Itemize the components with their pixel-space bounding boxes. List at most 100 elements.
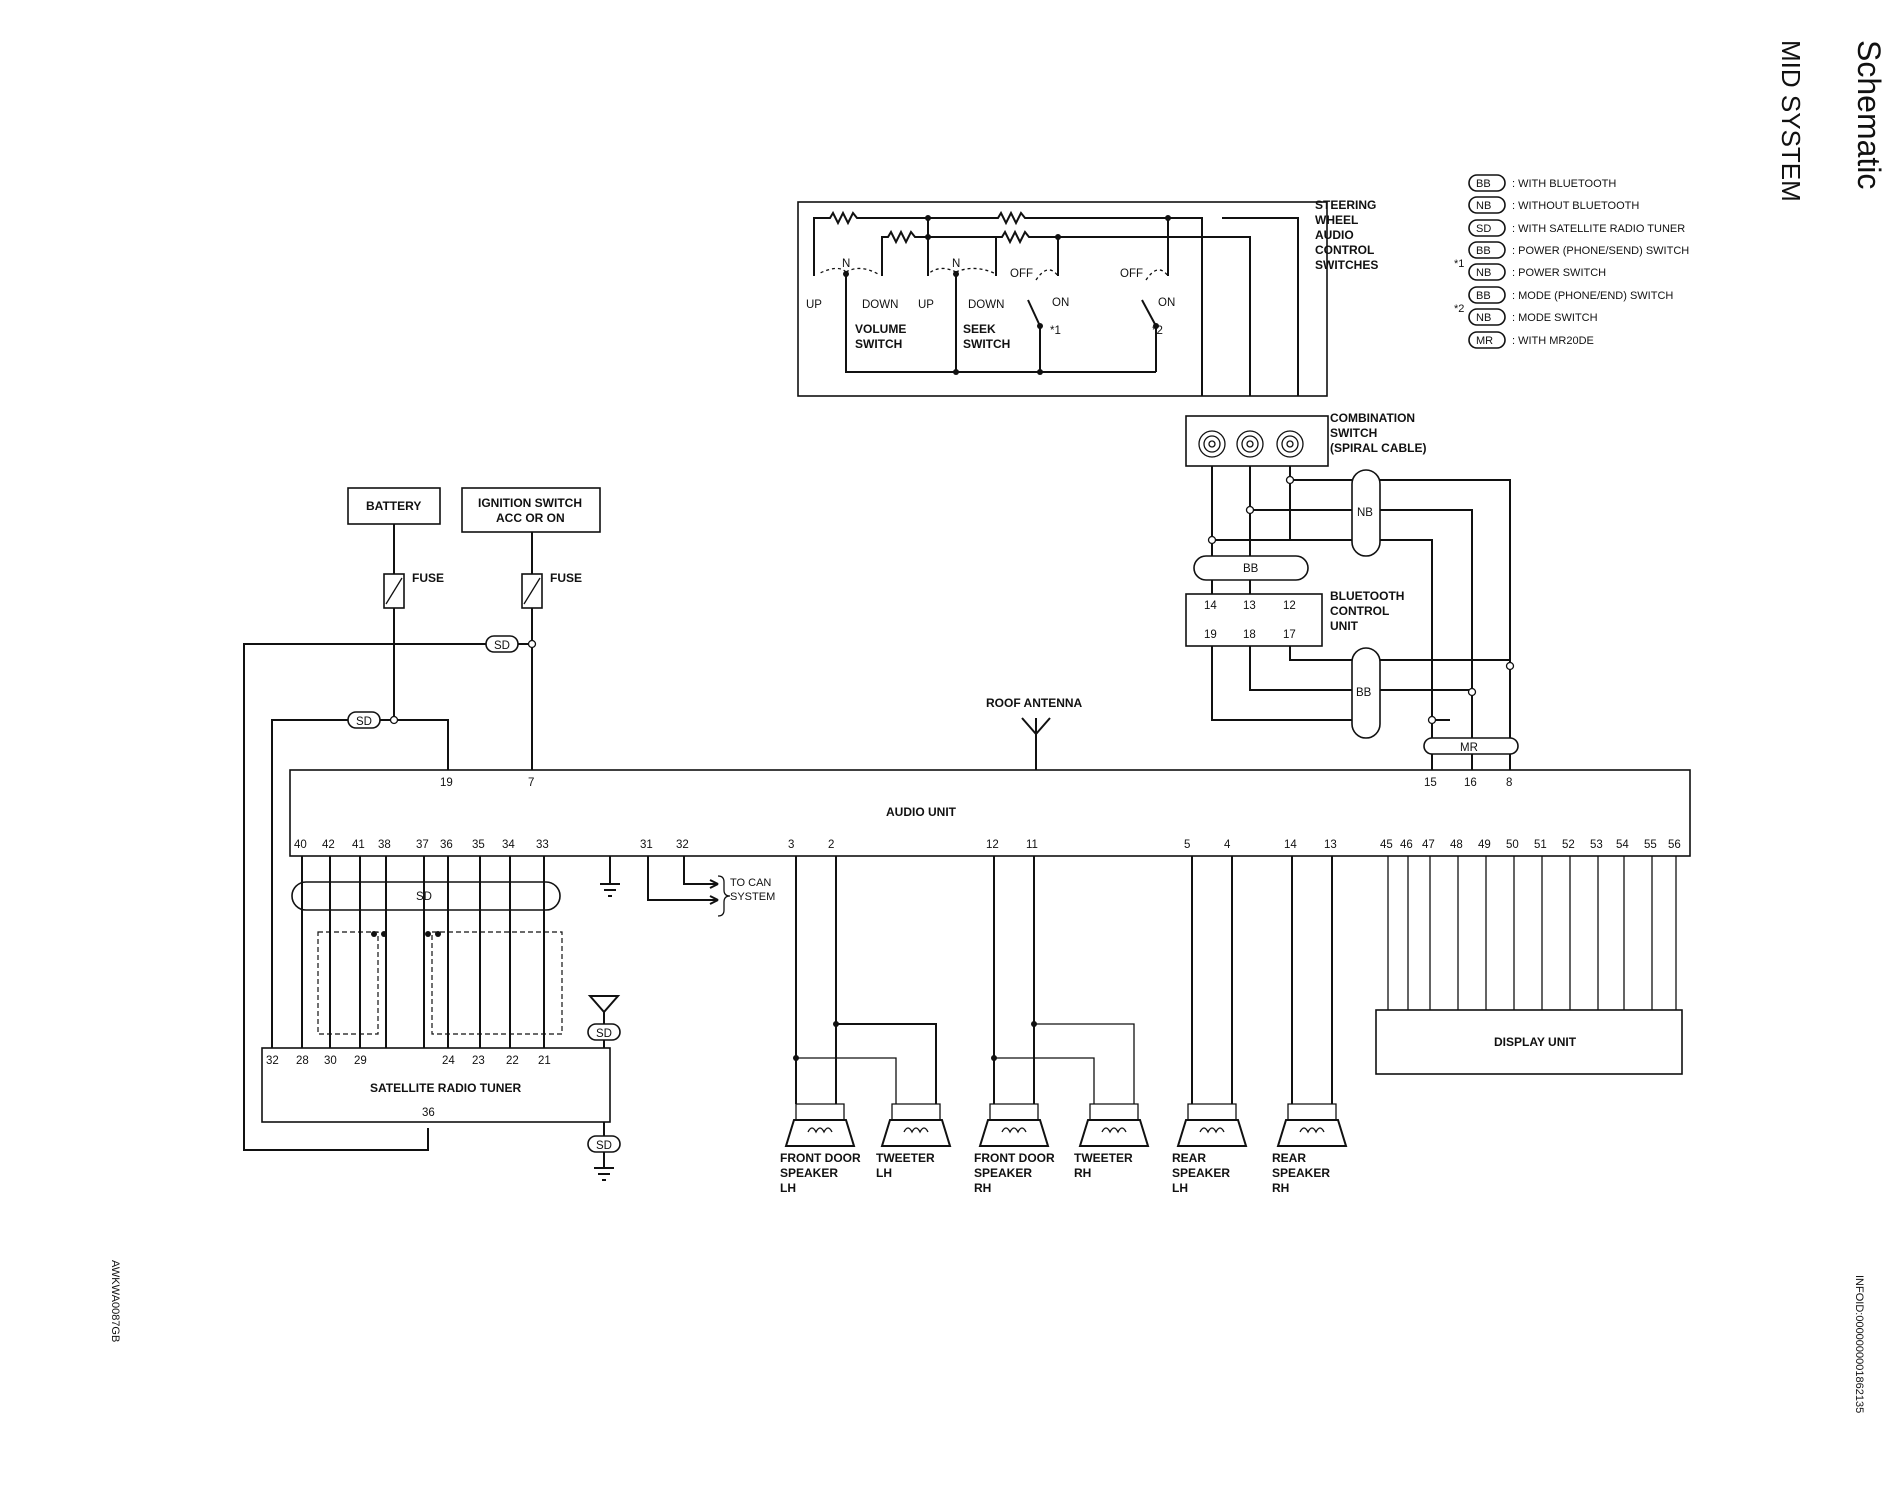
sd-tag-label: SD [494,640,510,652]
display-unit-label: DISPLAY UNIT [1494,1035,1577,1049]
legend-code: BB [1476,290,1491,302]
pin-label: 34 [502,839,515,851]
legend-code: BB [1476,178,1491,190]
sd-harness-tag: SD [291,881,561,911]
pin-label: 23 [472,1055,485,1067]
steering-title-line: CONTROL [1315,243,1374,257]
speaker-label: TWEETER [1074,1151,1133,1165]
ignition-label: IGNITION SWITCH [478,496,582,510]
pin-label: 3 [788,839,794,851]
steering-title-line: SWITCHES [1315,258,1378,272]
speaker-label: SPEAKER [1172,1166,1230,1180]
bluetooth-unit-label: BLUETOOTH [1330,589,1404,603]
legend-text: : WITH SATELLITE RADIO TUNER [1512,223,1685,235]
volume-up-label: UP [806,299,822,311]
pin-label: 18 [1243,629,1256,641]
pin-label: 54 [1616,839,1629,851]
legend-text: : WITH MR20DE [1512,335,1594,347]
bluetooth-control-unit: 14 13 12 19 18 17 BLUETOOTH CONTROL UNIT [1185,589,1404,647]
speaker-label: LH [1172,1181,1188,1195]
pin-label: 2 [828,839,834,851]
pin-label: 32 [266,1055,279,1067]
bluetooth-unit-label: CONTROL [1330,604,1389,618]
legend: BB : WITH BLUETOOTH NB : WITHOUT BLUETOO… [1454,174,1689,349]
pin-label: 8 [1506,777,1512,789]
bb-option-tag-bottom: BB [1351,647,1381,739]
legend-code: NB [1476,267,1491,279]
sd-option-tag: SD [485,635,519,653]
pin-label: 33 [536,839,549,851]
audio-unit-label: AUDIO UNIT [886,805,957,819]
battery-label: BATTERY [366,499,421,513]
legend-text: : WITHOUT BLUETOOTH [1512,200,1639,212]
pin-label: 16 [1464,777,1477,789]
pin-label: 48 [1450,839,1463,851]
steering-title-line: STEERING [1315,198,1376,212]
pin-label: 40 [294,839,307,851]
switch1-on-label: ON [1052,297,1069,309]
legend-code: NB [1476,200,1491,212]
seek-down-label: DOWN [968,299,1004,311]
legend-row: BB : POWER (PHONE/SEND) SWITCH *1 [1454,241,1689,270]
combination-switch-label: (SPIRAL CABLE) [1330,441,1426,455]
volume-switch-label: SWITCH [855,337,902,351]
legend-code: MR [1476,335,1493,347]
seek-neutral-label: N [952,258,960,270]
pin-label: 15 [1424,777,1437,789]
volume-switch-label: VOLUME [855,322,906,336]
can-label: SYSTEM [730,891,775,903]
bluetooth-unit-label: UNIT [1330,619,1359,633]
fuse-label: FUSE [412,571,444,585]
pin-label: 47 [1422,839,1435,851]
pin-label: 13 [1243,600,1256,612]
legend-text: : WITH BLUETOOTH [1512,178,1616,190]
pin-label: 41 [352,839,365,851]
roof-antenna: ROOF ANTENNA [986,696,1083,770]
speaker-label: RH [1272,1181,1289,1195]
legend-row: NB : MODE SWITCH [1468,308,1598,326]
bb-option-tag-top: BB [1193,555,1309,581]
pin-label: 24 [442,1055,455,1067]
speaker-label: SPEAKER [1272,1166,1330,1180]
legend-row: NB : WITHOUT BLUETOOTH [1468,196,1639,214]
pin-label: 53 [1590,839,1603,851]
combination-switch-label: SWITCH [1330,426,1377,440]
speaker-label: SPEAKER [974,1166,1032,1180]
steering-title-line: AUDIO [1315,228,1354,242]
switch1-off-label: OFF [1010,268,1033,280]
page-title: Schematic [1851,40,1882,189]
pin-label: 29 [354,1055,367,1067]
combination-switch-label: COMBINATION [1330,411,1415,425]
satellite-radio-tuner: SATELLITE RADIO TUNER 32 28 30 29 24 23 … [261,1047,611,1123]
side-code-left: AWKWA0087GB [109,1260,121,1342]
legend-code: SD [1476,223,1491,235]
legend-row: SD : WITH SATELLITE RADIO TUNER [1468,219,1685,237]
seek-switch-label: SEEK [963,322,996,336]
pin-label: 12 [986,839,999,851]
legend-marker: *2 [1454,303,1464,315]
pin-label: 19 [440,777,453,789]
pin-label: 31 [640,839,653,851]
pin-label: 11 [1026,839,1038,851]
sd-tag-label: SD [596,1140,612,1152]
pin-label: 56 [1668,839,1681,851]
speaker-label: REAR [1272,1151,1306,1165]
speaker-label: LH [780,1181,796,1195]
pin-label: 50 [1506,839,1519,851]
legend-row: NB : POWER SWITCH [1468,263,1606,281]
speaker-label: RH [974,1181,991,1195]
speaker-label: FRONT DOOR [780,1151,861,1165]
pin-label: 51 [1534,839,1547,851]
steering-title-line: WHEEL [1315,213,1358,227]
combination-switch: COMBINATION SWITCH (SPIRAL CABLE) [1185,411,1426,467]
legend-text: : MODE SWITCH [1512,312,1598,324]
legend-row: BB : WITH BLUETOOTH [1468,174,1616,192]
nb-option-tag: NB [1351,469,1381,557]
ignition-switch-box: IGNITION SWITCH ACC OR ON [461,487,601,533]
